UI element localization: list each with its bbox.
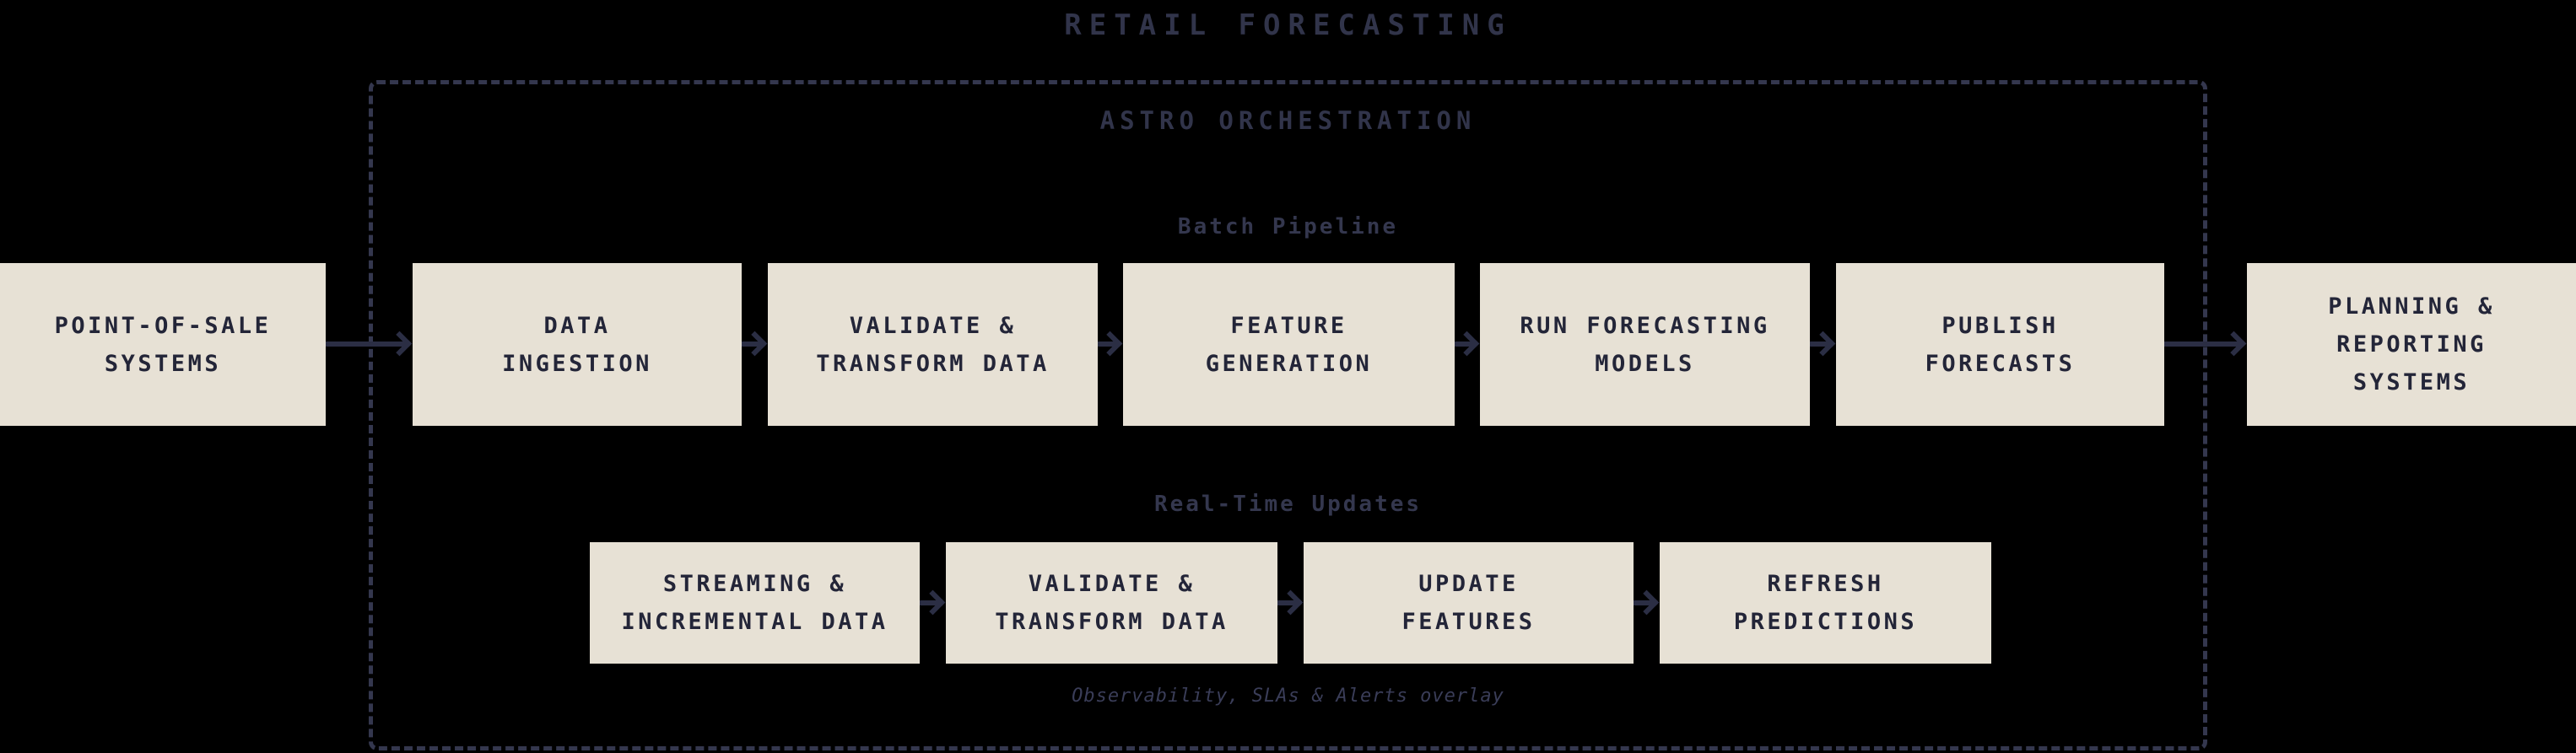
node-label: UPDATE FEATURES xyxy=(1401,571,1536,635)
node-update-features: UPDATE FEATURES xyxy=(1304,542,1634,664)
node-label: VALIDATE & TRANSFORM DATA xyxy=(816,312,1050,377)
observability-overlay-note: Observability, SLAs & Alerts overlay xyxy=(1072,686,1504,707)
node-feature-generation: FEATURE GENERATION xyxy=(1123,263,1455,426)
node-label: DATA INGESTION xyxy=(502,312,652,377)
node-label: REFRESH PREDICTIONS xyxy=(1733,571,1918,635)
node-label: VALIDATE & TRANSFORM DATA xyxy=(995,571,1229,635)
flow-arrow-icon xyxy=(1455,331,1480,358)
flow-arrow-icon xyxy=(1277,589,1304,616)
node-streaming-incremental-data: STREAMING & INCREMENTAL DATA xyxy=(590,542,920,664)
flow-arrow-icon xyxy=(742,331,768,358)
flow-arrow-icon xyxy=(1098,331,1123,358)
astro-orchestration-label: ASTRO ORCHESTRATION xyxy=(1099,106,1477,135)
node-publish-forecasts: PUBLISH FORECASTS xyxy=(1836,263,2164,426)
node-label: PLANNING & REPORTING SYSTEMS xyxy=(2328,293,2495,395)
node-validate-transform-data-batch: VALIDATE & TRANSFORM DATA xyxy=(768,263,1098,426)
realtime-updates-label: Real-Time Updates xyxy=(1153,492,1423,517)
flow-arrow-icon xyxy=(1634,589,1660,616)
diagram-title: RETAIL FORECASTING xyxy=(1064,8,1512,42)
node-refresh-predictions: REFRESH PREDICTIONS xyxy=(1660,542,1991,664)
node-point-of-sale-systems: POINT-OF-SALE SYSTEMS xyxy=(0,263,326,426)
astro-orchestration-boundary xyxy=(369,80,2207,750)
node-label: STREAMING & INCREMENTAL DATA xyxy=(621,571,888,635)
node-label: RUN FORECASTING MODELS xyxy=(1520,312,1770,377)
flow-arrow-icon xyxy=(920,589,946,616)
node-planning-reporting-systems: PLANNING & REPORTING SYSTEMS xyxy=(2247,263,2576,426)
batch-pipeline-label: Batch Pipeline xyxy=(1177,214,1399,239)
node-run-forecasting-models: RUN FORECASTING MODELS xyxy=(1480,263,1810,426)
node-data-ingestion: DATA INGESTION xyxy=(413,263,742,426)
flow-arrow-icon xyxy=(2164,331,2247,358)
node-label: PUBLISH FORECASTS xyxy=(1925,312,2076,377)
node-label: FEATURE GENERATION xyxy=(1205,312,1373,377)
flow-arrow-icon xyxy=(1810,331,1836,358)
node-validate-transform-data-realtime: VALIDATE & TRANSFORM DATA xyxy=(946,542,1277,664)
node-label: POINT-OF-SALE SYSTEMS xyxy=(54,312,272,377)
flow-arrow-icon xyxy=(326,331,413,358)
